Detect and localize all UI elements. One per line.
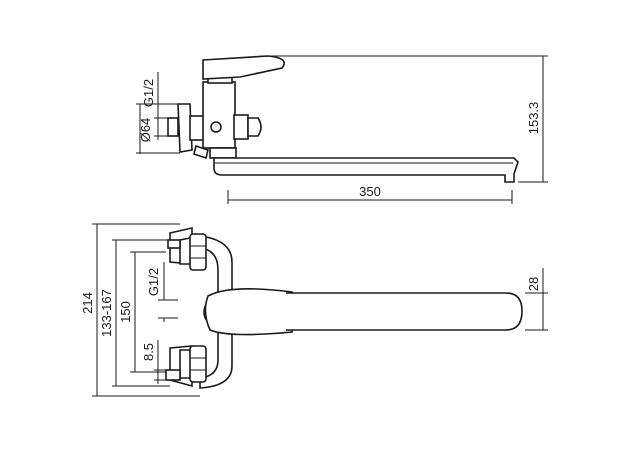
side-lever-handle bbox=[202, 55, 285, 80]
side-diverter-pin bbox=[210, 121, 222, 133]
dim-overall-label: 214 bbox=[80, 292, 95, 314]
front-top-connector bbox=[167, 226, 207, 271]
dim-diameter-label: Ø64 bbox=[138, 118, 153, 143]
side-spout bbox=[213, 157, 519, 183]
dim-adjust-label: 133-167 bbox=[99, 289, 114, 337]
dim-height-label: 153.3 bbox=[526, 102, 541, 135]
dim-spout-length-label: 350 bbox=[359, 184, 381, 199]
side-diverter-tip bbox=[193, 144, 209, 160]
dim-offset-label: 8.5 bbox=[141, 343, 156, 361]
side-wall-flange bbox=[177, 103, 193, 153]
side-diverter-knob bbox=[247, 117, 262, 137]
front-spout bbox=[286, 292, 523, 331]
side-lower-collar bbox=[209, 147, 237, 159]
dim-side-thread-label: G1/2 bbox=[141, 79, 156, 107]
dim-spout-height-label: 28 bbox=[526, 277, 541, 291]
side-thread-stub bbox=[167, 117, 179, 137]
front-lever bbox=[204, 288, 293, 336]
side-valve-body bbox=[202, 81, 236, 149]
front-view: G1/2 8.5 150 133-167 214 28 bbox=[80, 223, 548, 397]
dim-center-label: 150 bbox=[118, 301, 133, 323]
front-bottom-connector bbox=[165, 345, 207, 388]
side-diverter-body bbox=[233, 114, 249, 140]
dim-front-thread-label: G1/2 bbox=[146, 268, 161, 296]
side-view: G1/2 Ø64 153.3 350 bbox=[136, 55, 548, 204]
